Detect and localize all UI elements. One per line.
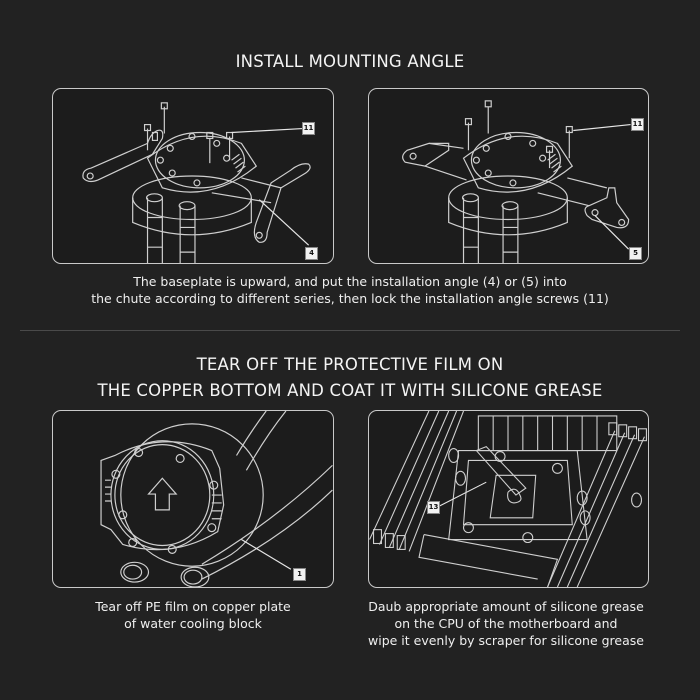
pe-film-caption: Tear off PE film on copper plate of wate… [40,598,346,632]
caption-line: Daub appropriate amount of silicone grea… [368,599,644,614]
callout-label: 1 [293,568,306,581]
copper-plate-illustration-icon [100,411,333,587]
water-block-illustration-icon [402,100,631,263]
section-install-heading: INSTALL MOUNTING ANGLE [235,52,465,71]
heading-line: THE COPPER BOTTOM AND COAT IT WITH SILIC… [97,381,603,400]
caption-line: The baseplate is upward, and put the ins… [133,274,567,289]
section-install-caption: The baseplate is upward, and put the ins… [0,273,700,307]
callout-label: 5 [629,247,642,260]
illustration-panel-motherboard: 13 [368,410,649,588]
motherboard-illustration-icon [369,411,647,587]
illustration-panel-angle-5: 11 5 [368,88,649,264]
caption-line: the chute according to different series,… [91,291,609,306]
caption-line: Tear off PE film on copper plate [95,599,291,614]
callout-label: 11 [631,118,644,131]
caption-line: of water cooling block [124,616,262,631]
callout-label: 11 [302,122,315,135]
grease-caption: Daub appropriate amount of silicone grea… [346,598,666,649]
caption-line: wipe it evenly by scraper for silicone g… [368,633,644,648]
illustration-panel-pe-film: 1 [52,410,334,588]
water-block-illustration-icon [82,102,311,263]
section-divider [20,330,680,331]
callout-label: 13 [427,501,440,514]
callout-label: 4 [305,247,318,260]
illustration-panel-angle-4: 11 4 [52,88,334,264]
heading-line: TEAR OFF THE PROTECTIVE FILM ON [196,355,504,374]
caption-line: on the CPU of the motherboard and [394,616,618,631]
section-film-heading: TEAR OFF THE PROTECTIVE FILM ON THE COPP… [0,352,700,404]
